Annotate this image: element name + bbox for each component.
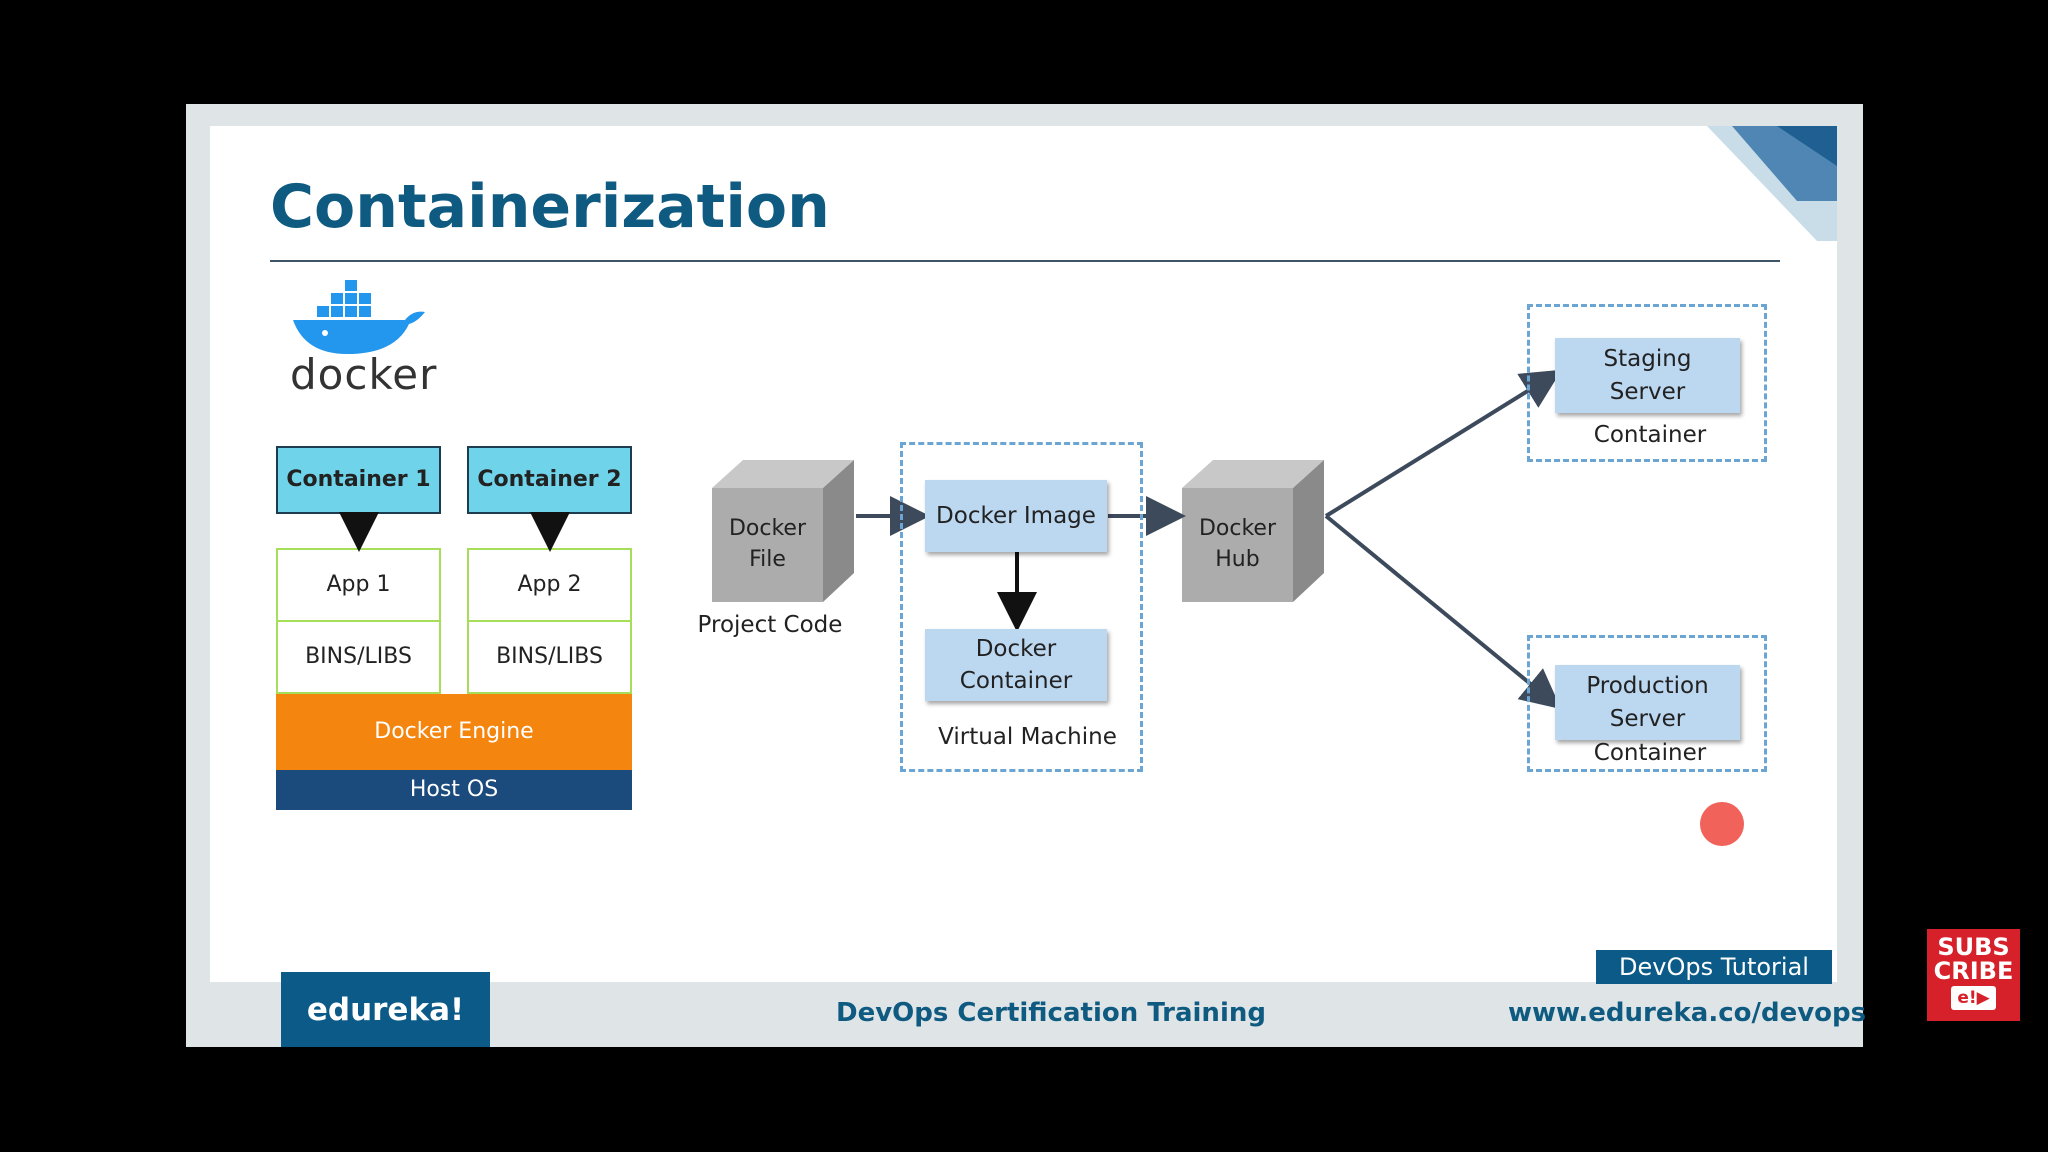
corner-decoration bbox=[1707, 126, 1837, 241]
production-container-label: Container bbox=[1593, 740, 1707, 766]
virtual-machine-label: Virtual Machine bbox=[938, 724, 1117, 750]
subscribe-line-2: CRIBE bbox=[1933, 957, 2014, 985]
tutorial-tag: DevOps Tutorial bbox=[1596, 950, 1832, 984]
docker-engine-box: Docker Engine bbox=[276, 694, 632, 770]
docker-hub-label: Docker Hub bbox=[1198, 516, 1277, 572]
subscribe-button[interactable]: SUBS CRIBE e!▶ bbox=[1927, 929, 2020, 1021]
docker-file-label: Docker File bbox=[728, 516, 807, 572]
edureka-logo: edureka! bbox=[281, 972, 490, 1047]
title-divider bbox=[270, 260, 1780, 262]
production-container-group bbox=[1527, 635, 1767, 772]
arrow-hub-to-production bbox=[1324, 514, 1562, 710]
bins-libs-2-box: BINS/LIBS bbox=[467, 620, 632, 694]
docker-image-box: Docker Image bbox=[925, 480, 1107, 552]
docker-logo-text: docker bbox=[290, 350, 438, 399]
course-title: DevOps Certification Training bbox=[836, 998, 1266, 1028]
virtual-machine-group bbox=[900, 442, 1143, 772]
cursor-highlight-dot bbox=[1700, 802, 1744, 846]
host-os-box: Host OS bbox=[276, 770, 632, 810]
arrow-hub-to-staging bbox=[1324, 369, 1562, 518]
production-server-box: Production Server bbox=[1555, 665, 1740, 740]
bins-libs-1-box: BINS/LIBS bbox=[276, 620, 441, 694]
docker-container-box: Docker Container bbox=[925, 629, 1107, 701]
staging-server-box: Staging Server bbox=[1555, 338, 1740, 413]
project-code-label: Project Code bbox=[697, 612, 843, 638]
subscribe-line-1: SUBS bbox=[1937, 933, 2010, 961]
docker-hub-cube bbox=[1182, 460, 1324, 602]
staging-container-label: Container bbox=[1593, 422, 1707, 448]
docker-file-cube bbox=[712, 460, 854, 602]
slide-title: Containerization bbox=[270, 172, 830, 242]
play-icon: e!▶ bbox=[1951, 986, 1996, 1010]
course-url-link[interactable]: www.edureka.co/devops bbox=[1508, 998, 1867, 1028]
docker-whale-icon bbox=[293, 280, 425, 354]
app-2-box: App 2 bbox=[467, 548, 632, 622]
staging-container-group bbox=[1527, 304, 1767, 462]
